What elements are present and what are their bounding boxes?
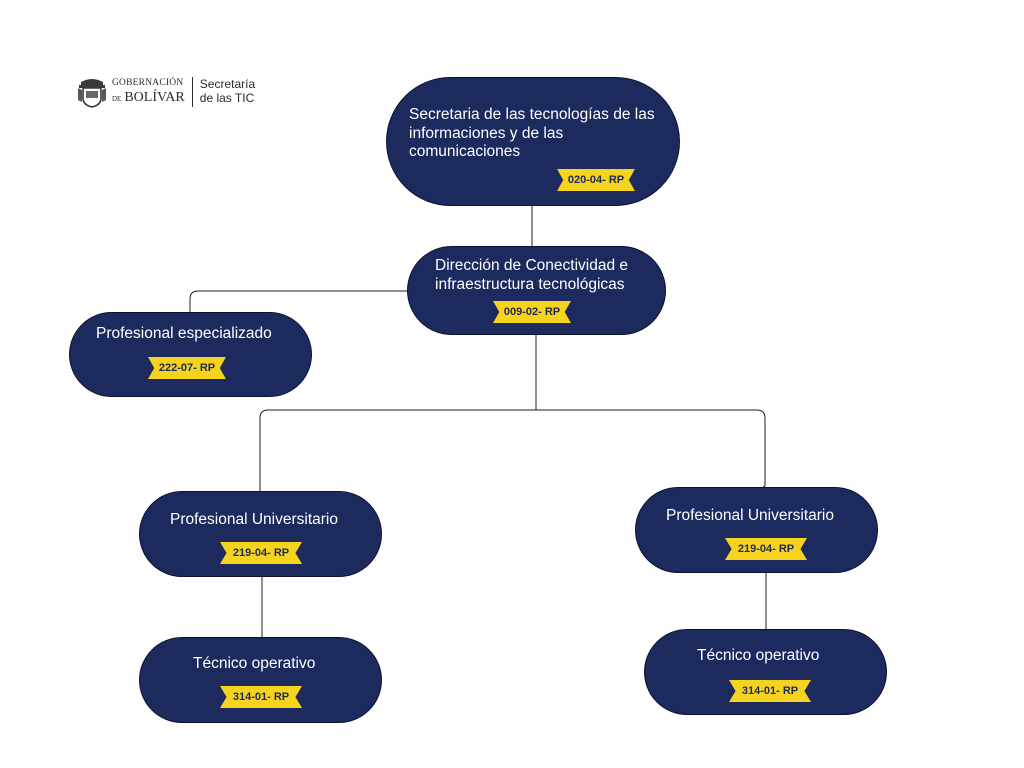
logo-divider: [191, 77, 193, 107]
logo-line2-name: BOLÍVAR: [124, 89, 185, 105]
node-profesional-universitario-left-title: Profesional Universitario: [170, 511, 338, 528]
dept-wordmark: Secretaría de las TIC: [199, 77, 256, 106]
node-direccion-title: Dirección de Conectividad e infraestruct…: [435, 257, 628, 293]
connector-branch-left: [259, 409, 536, 491]
connector-direccion-especializado: [189, 290, 408, 312]
node-secretaria-title: Secretaria de las tecnologías de las inf…: [409, 106, 655, 160]
dept-line1: Secretaría: [199, 77, 256, 92]
node-direccion: Dirección de Conectividad e infraestruct…: [407, 246, 666, 335]
node-profesional-universitario-right-code: 219-04- RP: [725, 538, 807, 560]
node-tecnico-left-code: 314-01- RP: [220, 686, 302, 708]
node-secretaria: Secretaria de las tecnologías de las inf…: [386, 77, 680, 206]
node-tecnico-right-title: Técnico operativo: [697, 647, 820, 664]
node-profesional-especializado-code: 222-07- RP: [148, 357, 226, 379]
node-direccion-code: 009-02- RP: [493, 301, 571, 323]
node-profesional-universitario-left-code: 219-04- RP: [220, 542, 302, 564]
node-profesional-universitario-right: Profesional Universitario 219-04- RP: [635, 487, 878, 573]
node-profesional-especializado: Profesional especializado 222-07- RP: [69, 312, 312, 397]
node-secretaria-code: 020-04- RP: [557, 169, 635, 191]
logo-line1: GOBERNACIÓN: [112, 78, 184, 89]
node-tecnico-right: Técnico operativo 314-01- RP: [644, 629, 887, 715]
node-profesional-especializado-title: Profesional especializado: [96, 325, 272, 342]
node-tecnico-left: Técnico operativo 314-01- RP: [139, 637, 382, 723]
node-profesional-universitario-left: Profesional Universitario 219-04- RP: [139, 491, 382, 577]
node-tecnico-right-code: 314-01- RP: [729, 680, 811, 702]
node-profesional-universitario-right-title: Profesional Universitario: [666, 507, 834, 524]
dept-line2: de las TIC: [199, 91, 255, 105]
connector-branch-right: [536, 409, 766, 488]
node-tecnico-left-title: Técnico operativo: [193, 655, 316, 672]
logo-line2-prefix: DE: [112, 94, 122, 103]
coat-of-arms-icon: [78, 79, 106, 108]
